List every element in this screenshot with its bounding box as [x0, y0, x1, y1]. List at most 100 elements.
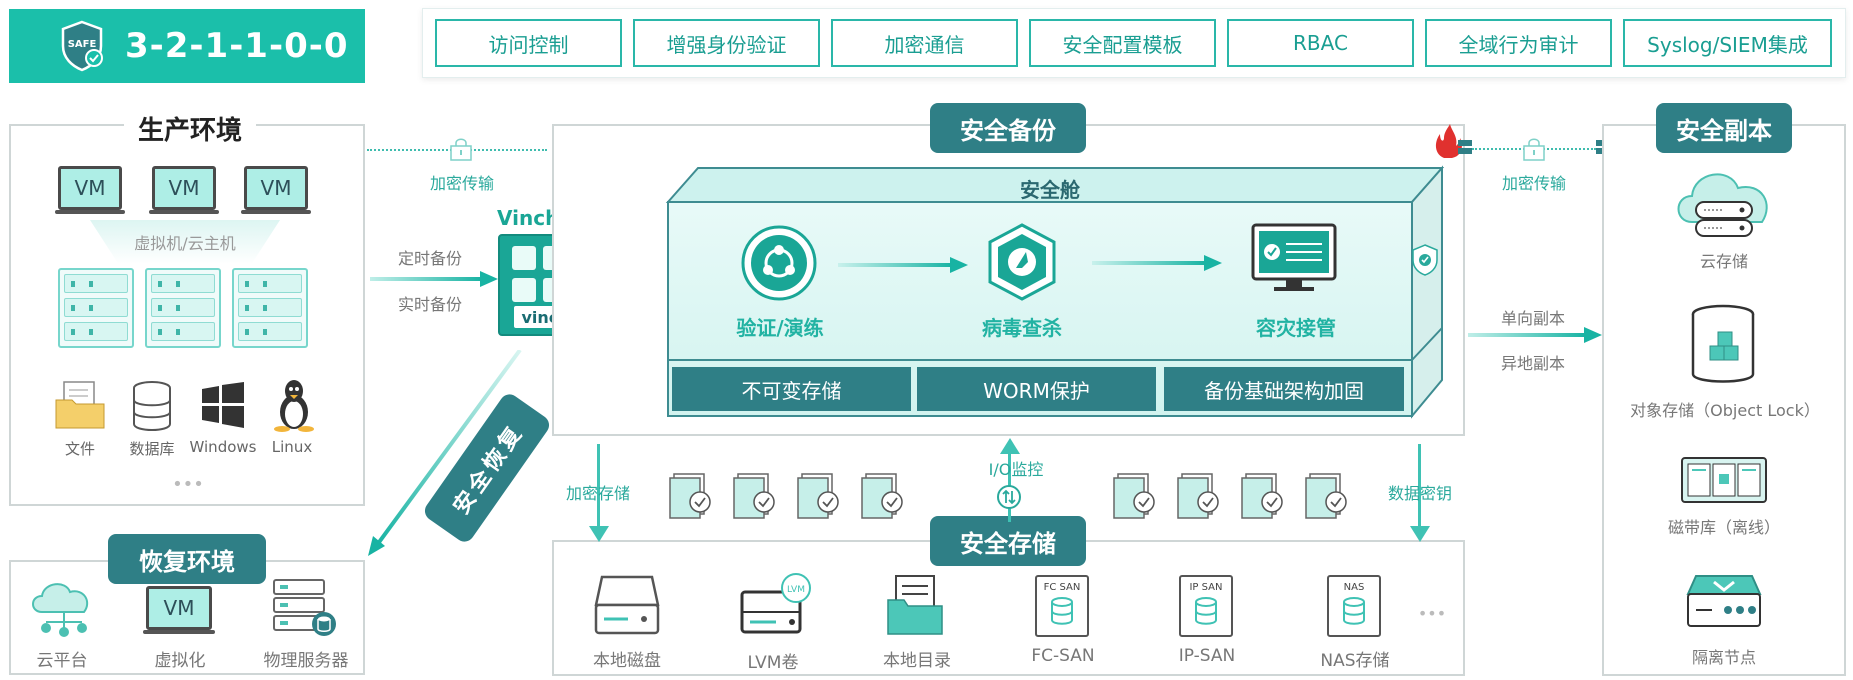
physical-server-icon: [273, 579, 336, 636]
vm-icon: VM: [152, 166, 216, 210]
realtime-backup-label: 实时备份: [397, 295, 462, 314]
step-virus-scan: 病毒查杀: [982, 316, 1062, 340]
lock-icon: [1523, 138, 1545, 161]
io-monitor-label: I/O监控: [988, 460, 1044, 479]
lvm-badge: LVM: [787, 585, 805, 595]
label-database: 数据库: [129, 440, 175, 458]
secure-storage-title: 安全存储: [930, 516, 1086, 566]
recovery-vm: VM: [143, 586, 215, 634]
label-nas: NAS存储: [1320, 651, 1390, 671]
cloud-storage-icon: [1677, 173, 1768, 237]
vm-3: VM: [241, 166, 311, 214]
local-disk-icon: [594, 575, 660, 635]
encrypted-transfer-left: 加密传输: [429, 174, 494, 193]
label-windows: Windows: [189, 438, 257, 456]
vm-icon: VM: [146, 586, 212, 630]
encrypt-storage-arrow: [597, 444, 600, 532]
bar-immutable-storage: 不可变存储: [672, 367, 911, 411]
feature-access-control[interactable]: 访问控制: [435, 19, 622, 67]
ip-san-badge: IP SAN: [1189, 582, 1222, 593]
verify-drill-icon: [741, 225, 817, 301]
vm-2: VM: [149, 166, 219, 214]
label-linux: Linux: [271, 438, 313, 456]
encrypted-storage-label: 加密存储: [565, 484, 630, 503]
nas-icon: NAS: [1327, 575, 1381, 637]
fc-san-icon: FC SAN: [1035, 575, 1089, 637]
database-icon: [133, 381, 171, 431]
production-title: 生产环境: [124, 110, 257, 147]
bar-infra-hardening: 备份基础架构加固: [1164, 367, 1404, 411]
offsite-copy-label: 异地副本: [1500, 354, 1565, 373]
badge-title: 3-2-1-1-0-0: [125, 26, 349, 66]
arrow-head-down: [1410, 526, 1430, 542]
label-virtualization: 虚拟化: [154, 651, 206, 671]
virus-scan-icon: [988, 223, 1056, 301]
server-rack-3: [232, 268, 308, 348]
data-key-arrow: [1418, 444, 1421, 532]
dr-takeover-icon: [1251, 223, 1337, 291]
label-local-dir: 本地目录: [883, 651, 951, 671]
tape-library-icon: [1681, 457, 1767, 503]
ip-san-icon: IP SAN: [1179, 575, 1233, 637]
lock-icon: [450, 138, 472, 161]
vm-icon: VM: [244, 166, 308, 210]
backup-file-icon: [1241, 473, 1283, 519]
feature-mfa[interactable]: 增强身份验证: [633, 19, 820, 67]
feature-encrypted-comm[interactable]: 加密通信: [831, 19, 1018, 67]
vm-1: VM: [55, 166, 125, 214]
label-local-disk: 本地磁盘: [593, 651, 661, 671]
label-object-storage: 对象存储（Object Lock）: [1630, 401, 1820, 420]
backup-file-icon: [1305, 473, 1347, 519]
restore-flow: [368, 350, 522, 556]
feature-security-template[interactable]: 安全配置模板: [1029, 19, 1216, 67]
firewall-icon: [1435, 124, 1472, 158]
brand-badge: SAFE 3-2-1-1-0-0: [9, 9, 365, 83]
vm-group-label: 虚拟机/云主机: [134, 234, 236, 253]
backup-file-icon: [669, 473, 711, 519]
more-dots: •••: [172, 474, 204, 495]
storage-more-dots: •••: [1417, 604, 1447, 623]
label-fc-san: FC-SAN: [1031, 646, 1095, 666]
feature-siem[interactable]: Syslog/SIEM集成: [1623, 19, 1832, 67]
step-dr-takeover: 容灾接管: [1256, 316, 1336, 340]
label-tape-library: 磁带库（离线）: [1667, 518, 1780, 537]
label-isolated-node: 隔离节点: [1691, 648, 1756, 667]
encrypted-transfer-right: 加密传输: [1501, 174, 1566, 193]
vm-group-glow: [90, 220, 280, 264]
backup-file-icon: [1177, 473, 1219, 519]
cloud-platform-icon: [32, 583, 89, 637]
backup-file-icon: [861, 473, 903, 519]
arrow-head-up: [1000, 438, 1020, 454]
label-ip-san: IP-SAN: [1178, 646, 1236, 666]
lvm-volume-icon: LVM: [740, 573, 811, 634]
backup-arrow: [370, 271, 498, 287]
secure-backup-title: 安全备份: [930, 103, 1086, 153]
cabin-shield-icon: [1412, 244, 1438, 276]
linux-icon: [274, 380, 314, 432]
vm-icon: VM: [58, 166, 122, 210]
secure-copy-title: 安全副本: [1656, 103, 1792, 153]
copy-arrow: [1468, 327, 1602, 343]
data-key-label: 数据密钥: [1387, 484, 1452, 503]
server-rack-2: [145, 268, 221, 348]
fc-san-badge: FC SAN: [1044, 582, 1081, 593]
one-way-copy-label: 单向副本: [1500, 309, 1565, 328]
backup-file-icon: [797, 473, 839, 519]
arrow-head-down: [589, 526, 609, 542]
label-lvm: LVM卷: [747, 653, 799, 673]
label-cloud-storage: 云存储: [1699, 252, 1748, 271]
feature-bar: 访问控制 增强身份验证 加密通信 安全配置模板 RBAC 全域行为审计 Sysl…: [422, 8, 1846, 78]
scheduled-backup-label: 定时备份: [397, 249, 462, 268]
backup-file-icon: [733, 473, 775, 519]
label-files: 文件: [64, 440, 95, 458]
io-swap-icon: [997, 485, 1021, 509]
step-verify-drill: 验证/演练: [736, 316, 824, 340]
object-storage-icon: [1691, 304, 1755, 383]
step-arrow-1: [838, 257, 968, 273]
step-arrow-2: [1092, 255, 1222, 271]
feature-rbac[interactable]: RBAC: [1227, 19, 1414, 67]
nas-badge: NAS: [1344, 582, 1365, 593]
feature-audit[interactable]: 全域行为审计: [1425, 19, 1612, 67]
windows-icon: [202, 382, 244, 428]
label-physical-server: 物理服务器: [263, 651, 349, 671]
